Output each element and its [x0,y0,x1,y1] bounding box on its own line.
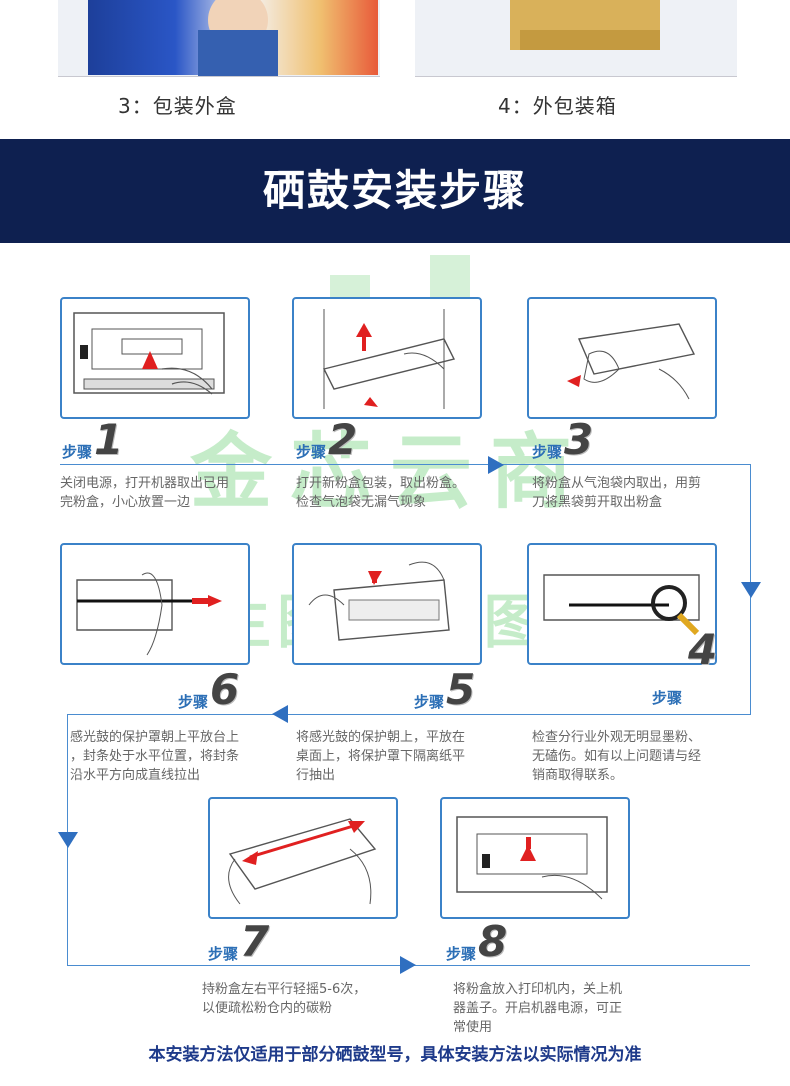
step-6-label: 步骤 6 [178,665,240,714]
step-6-description: 感光鼓的保护罩朝上平放台上 ，封条处于水平位置，将封条 沿水平方向成直线拉出 [70,728,239,785]
step-1-label: 步骤 1 [62,415,124,464]
step-number: 6 [210,665,240,714]
step-3-description: 将粉盒从气泡袋内取出，用剪 刀将黑袋剪开取出粉盒 [532,474,701,512]
desc-line: 桌面上，将保护罩下隔离纸平 [296,749,466,764]
step-word: 步骤 [178,693,209,711]
step-4-label: 步骤 [652,690,684,706]
step-number: 8 [478,917,508,966]
banner-title: 硒鼓安装步骤 [262,166,527,215]
step-3-label: 步骤 3 [532,415,594,464]
step-word: 步骤 [414,693,445,711]
desc-line: 无磕伤。如有以上问题请与经 [532,749,702,764]
step-6-illustration [60,543,250,665]
step-2-illustration [292,297,482,419]
step-7-description: 持粉盒左右平行轻摇5-6次， 以便疏松粉仓内的碳粉 [202,980,366,1018]
desc-line: 打开新粉盒包装，取出粉盒。 [296,476,466,491]
flow-arrow-right-icon [488,456,504,474]
step-number: 5 [446,665,476,714]
desc-line: 关闭电源，打开机器取出已用 [60,476,230,491]
step-1-illustration [60,297,250,419]
desc-line: 沿水平方向成直线拉出 [70,768,201,783]
step-word: 步骤 [62,443,93,461]
step-5-label: 步骤 5 [414,665,476,714]
step-3-illustration [527,297,717,419]
desc-line: 刀将黑袋剪开取出粉盒 [532,495,663,510]
desc-line: 检查分行业外观无明显墨粉、 [532,730,702,745]
desc-line: 器盖子。开启机器电源，可正 [453,1001,623,1016]
product-photo-carton [415,0,737,77]
step-number: 4 [688,625,718,674]
step-word: 步骤 [446,945,477,963]
desc-line: 行抽出 [296,768,336,783]
flow-arrow-down-icon [741,582,761,598]
banner: 硒鼓安装步骤 [0,139,790,243]
step-word: 步骤 [296,443,327,461]
step-4-description: 检查分行业外观无明显墨粉、 无磕伤。如有以上问题请与经 销商取得联系。 [532,728,701,785]
step-8-illustration [440,797,630,919]
product-photo-box [58,0,380,77]
step-number: 2 [328,415,358,464]
flow-arrow-left-icon [272,705,288,723]
desc-line: 完粉盒，小心放置一边 [60,495,191,510]
desc-line: 检查气泡袋无漏气现象 [296,495,427,510]
desc-line: 常使用 [453,1020,493,1035]
step-8-description: 将粉盒放入打印机内，关上机 器盖子。开启机器电源，可正 常使用 [453,980,622,1037]
desc-line: 将粉盒放入打印机内，关上机 [453,982,623,997]
desc-line: 将感光鼓的保护朝上，平放在 [296,730,466,745]
step-word: 步骤 [532,443,563,461]
step-number: 1 [94,415,124,464]
step-5-description: 将感光鼓的保护朝上，平放在 桌面上，将保护罩下隔离纸平 行抽出 [296,728,465,785]
step-number: 7 [240,917,270,966]
step-1-description: 关闭电源，打开机器取出已用 完粉盒，小心放置一边 [60,474,229,512]
caption-carton: 4：外包装箱 [498,94,617,118]
step-2-label: 步骤 2 [296,415,358,464]
step-7-illustration [208,797,398,919]
desc-line: 销商取得联系。 [532,768,624,783]
flow-line-row1 [60,464,750,465]
desc-line: 持粉盒左右平行轻摇5-6次， [202,982,367,997]
step-8-label: 步骤 8 [446,917,508,966]
step-4-number-label: 4 [688,625,718,674]
step-word: 步骤 [652,689,683,707]
step-5-illustration [292,543,482,665]
step-7-label: 步骤 7 [208,917,270,966]
step-number: 3 [564,415,594,464]
desc-line: 感光鼓的保护罩朝上平放台上 [70,730,240,745]
desc-line: ，封条处于水平位置，将封条 [70,749,240,764]
step-4-illustration [527,543,717,665]
caption-box: 3：包装外盒 [118,94,237,118]
flow-arrow-right-icon [400,956,416,974]
flow-line-row2 [68,714,751,715]
step-word: 步骤 [208,945,239,963]
desc-line: 将粉盒从气泡袋内取出，用剪 [532,476,702,491]
flow-arrow-down-icon [58,832,78,848]
footer-note: 本安装方法仅适用于部分硒鼓型号，具体安装方法以实际情况为准 [148,1045,642,1065]
step-2-description: 打开新粉盒包装，取出粉盒。 检查气泡袋无漏气现象 [296,474,465,512]
desc-line: 以便疏松粉仓内的碳粉 [202,1001,333,1016]
